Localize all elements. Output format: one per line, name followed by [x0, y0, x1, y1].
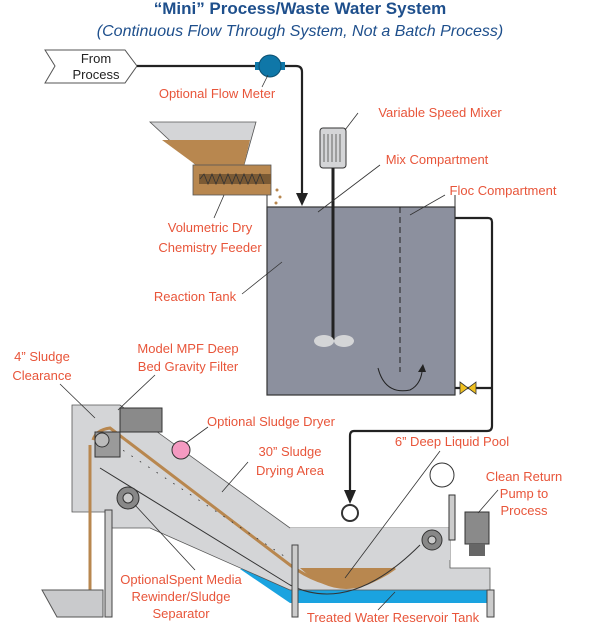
from-process-tag: From Process — [44, 49, 138, 84]
from-process-line2: Process — [73, 67, 120, 82]
label-drying-area-line2: Drying Area — [256, 463, 325, 478]
label-rewinder-line1: OptionalSpent Media — [120, 572, 242, 587]
label-reservoir: Treated Water Reservoir Tank — [307, 610, 480, 625]
flow-meter — [255, 54, 285, 78]
sludge-dryer — [171, 440, 191, 460]
label-filter-line2: Bed Gravity Filter — [138, 359, 239, 374]
label-mix-compartment: Mix Compartment — [386, 152, 489, 167]
filter-inlet-arrow — [344, 490, 356, 504]
label-feeder-line2: Chemistry Feeder — [158, 240, 262, 255]
label-filter-line1: Model MPF Deep — [137, 341, 238, 356]
label-rewinder-line2: Rewinder/Sludge — [131, 589, 230, 604]
valve-icon — [459, 381, 477, 395]
reaction-tank — [266, 195, 456, 396]
diagram-subtitle: (Continuous Flow Through System, Not a B… — [97, 23, 503, 40]
label-dryer: Optional Sludge Dryer — [207, 414, 336, 429]
label-rewinder-line3: Separator — [152, 606, 210, 621]
mixer — [314, 127, 354, 347]
inlet-arrow — [296, 193, 308, 206]
return-pump — [464, 511, 490, 556]
label-pump-line3: Process — [501, 503, 548, 518]
inlet-pipe — [137, 64, 304, 195]
label-flow-meter: Optional Flow Meter — [159, 86, 276, 101]
label-reaction-tank: Reaction Tank — [154, 289, 237, 304]
label-liquid-pool: 6” Deep Liquid Pool — [395, 434, 509, 449]
label-feeder-line1: Volumetric Dry — [168, 220, 253, 235]
chemistry-feeder — [148, 121, 282, 212]
label-drying-area-line1: 30” Sludge — [259, 444, 322, 459]
label-clearance-line1: 4” Sludge — [14, 349, 70, 364]
label-mixer: Variable Speed Mixer — [378, 105, 502, 120]
diagram-title: “Mini” Process/Waste Water System — [154, 0, 447, 18]
label-pump-line1: Clean Return — [486, 469, 563, 484]
label-clearance-line2: Clearance — [12, 368, 71, 383]
transfer-pipe — [348, 216, 494, 492]
label-floc-compartment: Floc Compartment — [450, 183, 557, 198]
label-pump-line2: Pump to — [500, 486, 548, 501]
from-process-line1: From — [81, 51, 111, 66]
